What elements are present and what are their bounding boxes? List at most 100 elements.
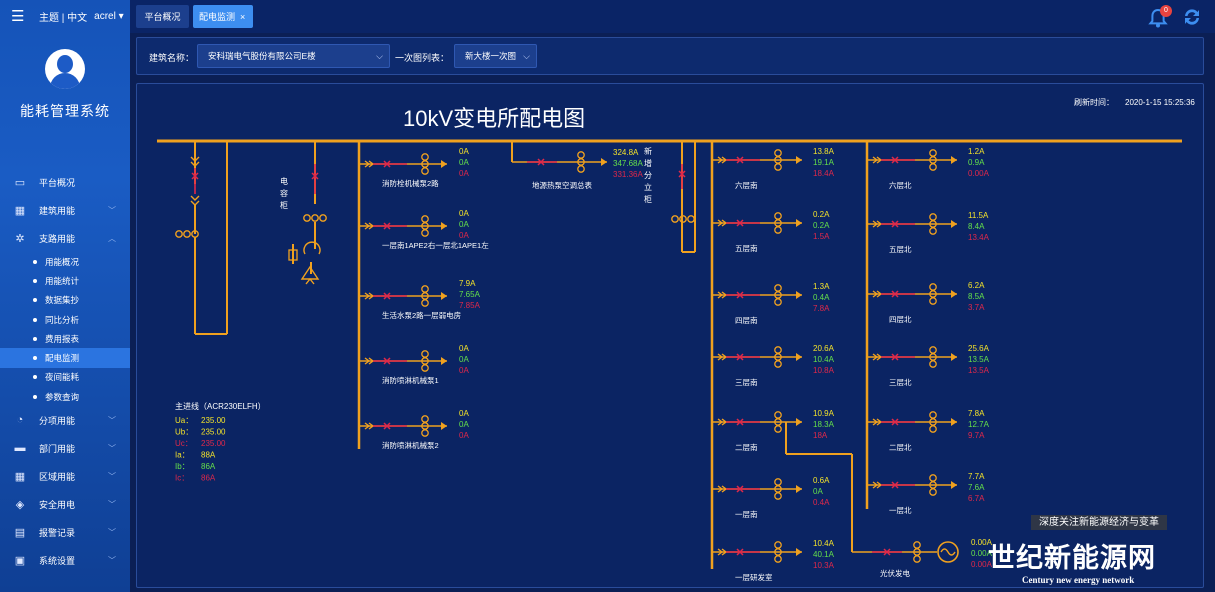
menu-toggle-icon[interactable]: ☰ [11, 7, 25, 25]
feeder-name: 消防栓机械泵2路 [382, 178, 439, 188]
subcabinet-label-char: 柜 [644, 194, 652, 204]
breaker-mark [383, 222, 391, 230]
breaker-mark [678, 170, 686, 178]
breaker-mark [736, 548, 744, 556]
sidebar-subitem-label: 数据集抄 [45, 295, 80, 306]
floor-south-7-phase-a: 10.4A [813, 539, 835, 548]
sidebar-subitem[interactable]: 用能统计 [0, 271, 130, 290]
sidebar-subitem[interactable]: 参数查询 [0, 387, 130, 406]
sidebar-item-label: 安全用电 [39, 499, 76, 510]
floor-south-4-phase-a: 20.6A [813, 344, 835, 353]
arrow-icon [796, 353, 802, 361]
settings-icon: ▣ [14, 554, 26, 567]
floor-south-7-phase-c: 10.3A [813, 561, 835, 570]
main-incoming-key: Ub： [175, 428, 193, 437]
ct-coil [421, 167, 429, 175]
feeder-name: 三层南 [735, 377, 758, 387]
feeder-name: 消防喷淋机械泵1 [382, 375, 439, 385]
tab-platform-overview[interactable]: 平台概况 [136, 5, 189, 28]
arrow-icon [441, 222, 447, 230]
ct-coil [421, 429, 429, 437]
arrow-icon [796, 291, 802, 299]
feeder-name: 二层北 [889, 443, 912, 452]
theme-language-toggle[interactable]: 主题 | 中文 [39, 12, 88, 24]
floor-south-6-phase-c: 0.4A [813, 498, 830, 507]
floor-south-2-phase-b: 0.2A [813, 221, 830, 230]
capacitor-label-char: 电 [280, 176, 288, 186]
disconnector-icon [717, 291, 724, 299]
arrow-icon [796, 156, 802, 164]
ct-coil [421, 299, 429, 307]
feeder-1-phase-a: 0A [459, 147, 469, 156]
sidebar-item[interactable]: ◈安全用电﹀ [0, 490, 130, 518]
sidebar-item-label: 区域用能 [39, 471, 76, 482]
breaker-mark [883, 548, 891, 556]
ct-coil [421, 350, 429, 358]
feeder-4-phase-a: 0A [459, 344, 469, 353]
sidebar-subitem[interactable]: 数据集抄 [0, 291, 130, 310]
sidebar-item[interactable]: ▤报警记录﹀ [0, 518, 130, 546]
ct-coil [421, 285, 429, 293]
tab-distribution-monitor[interactable]: 配电监测× [193, 5, 253, 28]
disconnector-icon [190, 195, 200, 206]
close-icon[interactable]: × [240, 11, 246, 22]
sidebar-subitem[interactable]: 配电监测 [0, 348, 130, 368]
notification-badge: 0 [1160, 5, 1172, 17]
heat-pump-phase-c: 331.36A [613, 170, 643, 179]
arrow-icon [951, 220, 957, 228]
sidebar-subitem-label: 用能统计 [45, 275, 80, 286]
sidebar-subitem-label: 同比分析 [45, 314, 80, 325]
user-menu[interactable]: acrel ▾ [94, 10, 124, 22]
ct-coil [577, 165, 585, 173]
ct-coil [577, 151, 585, 159]
bullet [33, 375, 37, 380]
sidebar-item[interactable]: ▬部门用能﹀ [0, 434, 130, 462]
diagram-select[interactable]: 新大楼一次图⌵ [454, 44, 537, 68]
ct-coil [319, 214, 327, 222]
generator-icon [937, 541, 959, 563]
building-select[interactable]: 安科瑞电气股份有限公司E楼⌵ [197, 44, 390, 68]
sidebar-subitem[interactable]: 用能概况 [0, 252, 130, 271]
floor-north-2-phase-b: 8.4A [968, 222, 985, 231]
ct-coil [774, 298, 782, 306]
refresh-icon[interactable] [1182, 7, 1202, 27]
sidebar-subitem[interactable]: 同比分析 [0, 310, 130, 329]
sidebar-item[interactable]: ▣系统设置﹀ [0, 546, 130, 574]
ct-coil [421, 153, 429, 161]
capacitor-label-char: 柜 [280, 200, 288, 210]
ct-coil [303, 214, 311, 222]
sidebar-subitem-label: 用能概况 [45, 256, 80, 267]
main-incoming-key: Ib： [175, 462, 190, 471]
category-icon: ◔ [16, 414, 24, 427]
sidebar-item-label: 建筑用能 [39, 205, 76, 216]
refresh-time: 2020-1-15 15:25:36 [1125, 98, 1195, 107]
ct-coil [774, 492, 782, 500]
watermark-logo: 世纪新能源网 [988, 543, 1156, 573]
avatar[interactable] [45, 49, 85, 89]
disconnector-icon [872, 290, 879, 298]
ct-coil [774, 555, 782, 563]
sidebar-item-label: 报警记录 [39, 527, 76, 538]
sidebar-menu: ▭平台概况▦建筑用能﹀✲支路用能︿ 用能概况用能统计数据集抄同比分析费用报表配电监… [0, 168, 130, 574]
sidebar-subitem[interactable]: 费用报表 [0, 329, 130, 348]
arrow-icon [951, 353, 957, 361]
floor-north-3-phase-c: 3.7A [968, 303, 985, 312]
folder-icon: ▬ [14, 442, 26, 455]
bullet [33, 317, 37, 322]
feeder-5-phase-c: 0A [459, 431, 469, 440]
sidebar-item[interactable]: ▭平台概况 [0, 168, 130, 196]
sidebar-item[interactable]: ✲支路用能︿ [0, 224, 130, 252]
arrow-icon [441, 292, 447, 300]
arrow-icon [951, 156, 957, 164]
sidebar-item[interactable]: ▦区域用能﹀ [0, 462, 130, 490]
sidebar-item[interactable]: ◔分项用能﹀ [0, 406, 130, 434]
feeder-3-phase-a: 7.9A [459, 279, 476, 288]
feeder-4-phase-b: 0A [459, 355, 469, 364]
sidebar-item[interactable]: ▦建筑用能﹀ [0, 196, 130, 224]
floor-north-5-phase-c: 9.7A [968, 431, 985, 440]
sidebar-subitem-label: 费用报表 [45, 333, 80, 344]
sidebar-subitem[interactable]: 夜间能耗 [0, 368, 130, 387]
breaker-mark [736, 219, 744, 227]
ct-coil [929, 346, 937, 354]
